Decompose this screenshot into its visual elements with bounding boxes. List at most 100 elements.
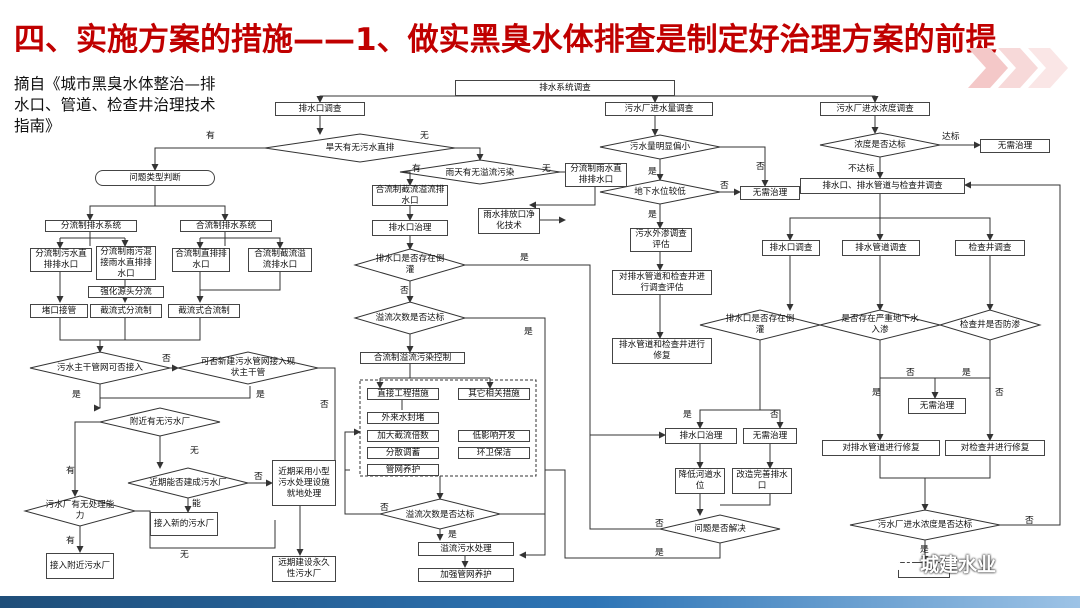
node-connect-near: 接入附近污水厂 (46, 553, 114, 579)
label-no: 否 (254, 472, 263, 482)
node-conc-ok2: 污水厂进水浓度是否达标 (877, 519, 973, 530)
node-comb-overflow: 合流制截流溢流排水口 (248, 248, 312, 272)
node-long-term: 远期建设永久性污水厂 (272, 556, 336, 582)
label-no: 否 (906, 368, 915, 378)
node-pipe-survey: 排水管道调查 (842, 240, 920, 256)
node-no-treat-4: 无需治理 (743, 428, 797, 444)
node-temp-plant: 近期采用小型污水处理设施就地处理 (272, 460, 336, 506)
node-backflow-a: 排水口是否存在倒灌 (375, 254, 445, 275)
node-sep-mixed: 分流制雨污混接雨水直排排水口 (96, 246, 156, 280)
node-infiltration: 污水外渗调查评估 (630, 228, 692, 252)
label-dabiao: 达标 (942, 132, 960, 142)
node-capacity: 污水厂有无处理能力 (45, 500, 115, 521)
slide-title: 四、实施方案的措施——1、做实黑臭水体排查是制定好治理方案的前提 (14, 22, 997, 58)
label-no: 否 (770, 410, 779, 420)
node-rain-outlet: 雨水排放口净化技术 (478, 208, 540, 234)
source-note: 摘自《城市黑臭水体整治—排水口、管道、检查井治理技术指南》 (14, 75, 216, 135)
node-m-wall: 外来水封堵 (367, 412, 439, 424)
node-resolved: 问题是否解决 (694, 523, 746, 534)
node-gw-infil: 是否存在严重地下水入渗 (841, 314, 919, 335)
brand-logo (968, 48, 1068, 88)
node-repair-mh: 对检查井进行修复 (945, 440, 1045, 456)
node-intercept-sep: 截流式分流制 (90, 304, 162, 318)
label-yes: 是 (648, 210, 657, 220)
node-overflow-ctrl: 合流制溢流污染控制 (360, 352, 465, 364)
node-no-treat-1: 无需治理 (740, 186, 800, 200)
label-you: 有 (66, 466, 75, 476)
label-wu: 无 (190, 446, 199, 456)
node-conc-ok: 浓度是否达标 (854, 139, 906, 150)
node-repair-a: 排水管道和检查井进行修复 (612, 338, 712, 364)
node-inflow-low: 污水量明显偏小 (629, 141, 691, 152)
label-yes: 是 (448, 530, 457, 540)
node-dry-weather: 旱天有无污水直排 (325, 142, 395, 153)
label-yes: 是 (648, 167, 657, 177)
label-no: 否 (720, 181, 729, 191)
node-rain-overflow: 雨天有无溢流污染 (445, 167, 515, 178)
node-gw-low: 地下水位较低 (634, 186, 686, 197)
node-mh-survey: 检查井调查 (955, 240, 1025, 256)
node-other-measures: 其它相关措施 (458, 388, 530, 400)
label-no: 否 (400, 286, 409, 296)
node-plug: 堵口接管 (30, 304, 88, 318)
wechat-icon (889, 552, 913, 573)
label-budabiao: 不达标 (848, 164, 875, 174)
label-you: 有 (66, 536, 75, 546)
node-can-build: 近期能否建成污水厂 (149, 477, 227, 488)
label-yes: 是 (920, 545, 929, 555)
label-no: 否 (380, 503, 389, 513)
label-you: 有 (206, 131, 215, 141)
node-strengthen: 强化源头分流 (88, 286, 164, 298)
node-separate-sys: 分流制排水系统 (45, 220, 137, 232)
node-outfall-survey: 排水口调查 (275, 102, 365, 116)
node-pipe-maint: 加强管网养护 (418, 568, 514, 582)
node-m-ratio: 加大截流倍数 (367, 430, 439, 442)
node-combined-sys: 合流制排水系统 (180, 220, 272, 232)
node-outfall-treat2: 排水口治理 (665, 428, 737, 444)
node-direct-measures: 直接工程措施 (367, 388, 439, 400)
node-m-lid: 低影响开发 (458, 430, 530, 442)
node-connect-new: 接入新的污水厂 (150, 512, 218, 536)
node-no-treat-3: 无需治理 (908, 398, 966, 414)
node-overflow-freq: 溢流次数是否达标 (375, 312, 445, 323)
label-wu: 无 (542, 164, 551, 174)
label-yes: 是 (962, 368, 971, 378)
node-comb-direct: 合流制直排排水口 (172, 248, 230, 272)
node-wwtp-conc: 污水厂进水浓度调查 (820, 102, 930, 116)
watermark: 城建水业 (888, 548, 1058, 578)
label-no: 否 (162, 354, 171, 364)
label-no: 否 (995, 388, 1004, 398)
label-yes: 是 (72, 390, 81, 400)
node-sep-direct: 分流制污水直排排水口 (30, 248, 92, 272)
node-overflow-freq2: 溢流次数是否达标 (405, 509, 475, 520)
node-intercept-comb: 截流式合流制 (168, 304, 240, 318)
node-m-clean: 环卫保洁 (458, 447, 530, 459)
node-sep-rain: 分流制雨水直排排水口 (565, 163, 627, 187)
node-main-pipe: 污水主干管网可否接入 (57, 362, 143, 373)
label-neng: 能 (192, 499, 201, 509)
node-no-treat-2: 无需治理 (980, 139, 1050, 153)
node-backflow-b: 排水口是否存在倒灌 (725, 314, 795, 335)
node-new-pipe: 可否新建污水管网接入现状主干管 (200, 357, 296, 378)
label-no: 否 (756, 162, 765, 172)
node-outfall-treat: 排水口治理 (372, 220, 448, 236)
node-wwtp-inflow: 污水厂进水量调查 (605, 102, 713, 116)
footer-bar (0, 596, 1080, 608)
label-wu: 无 (180, 550, 189, 560)
node-m-storage: 分散调蓄 (367, 447, 439, 459)
node-outfall-survey2: 排水口调查 (762, 240, 820, 256)
node-problem-type: 问题类型判断 (95, 170, 215, 186)
label-wu: 无 (420, 131, 429, 141)
label-no: 否 (655, 519, 664, 529)
node-overflow-treat: 溢流污水处理 (418, 542, 514, 556)
node-mh-leak: 检查井是否防渗 (959, 319, 1021, 330)
label-yes: 是 (256, 390, 265, 400)
watermark-text: 城建水业 (920, 553, 997, 576)
node-evaluate: 对排水管道和检查井进行调查评估 (612, 270, 712, 295)
label-yes: 是 (520, 253, 529, 263)
label-you: 有 (412, 164, 421, 174)
node-investigate: 排水口、排水管道与检查井调查 (800, 178, 965, 194)
node-m-pipe: 管网养护 (367, 464, 439, 476)
